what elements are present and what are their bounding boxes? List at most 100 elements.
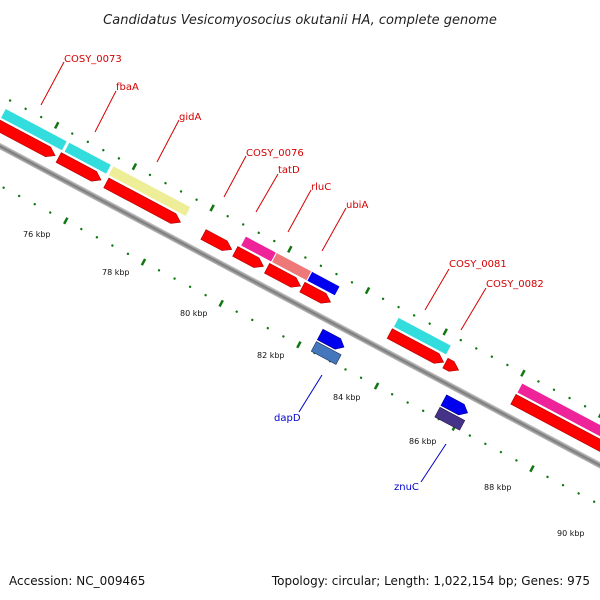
minor-tick: [468, 434, 472, 437]
leader-line: [424, 268, 450, 311]
kbp-label-78: 78 kbp: [102, 268, 130, 277]
major-tick: [287, 245, 293, 253]
minor-tick: [475, 347, 478, 350]
minor-tick: [204, 293, 207, 297]
leader-line: [255, 173, 279, 213]
minor-tick: [126, 252, 130, 256]
gene-label-cosy0076[interactable]: COSY_0076: [246, 148, 304, 159]
feature-ubia-bar[interactable]: [306, 270, 341, 297]
major-tick: [218, 299, 224, 308]
gene-label-tatd[interactable]: tatD: [278, 165, 300, 176]
minor-tick: [71, 132, 74, 135]
minor-tick: [568, 396, 571, 400]
minor-tick: [406, 401, 409, 404]
minor-tick: [506, 363, 509, 367]
minor-tick: [335, 272, 338, 276]
minor-tick: [235, 310, 238, 313]
feature-dapd-bar[interactable]: [310, 341, 342, 365]
minor-tick: [350, 281, 354, 284]
minor-tick: [344, 368, 347, 371]
leader-line: [94, 90, 117, 133]
minor-tick: [499, 450, 503, 454]
minor-tick: [319, 264, 323, 268]
cds-arrow[interactable]: [55, 152, 104, 185]
gene-label-cosy0073[interactable]: COSY_0073: [64, 54, 122, 65]
minor-tick: [195, 198, 198, 201]
minor-tick: [164, 181, 167, 185]
cds-arrow[interactable]: [442, 357, 461, 375]
cds-arrow[interactable]: [232, 246, 266, 272]
cds-arrow[interactable]: [200, 229, 234, 255]
gene-label-cosy0082[interactable]: COSY_0082: [486, 279, 544, 290]
gene-label-dapd[interactable]: dapD: [274, 413, 301, 424]
minor-tick: [8, 99, 12, 102]
minor-tick: [282, 335, 285, 338]
major-tick: [296, 341, 302, 349]
minor-tick: [412, 314, 416, 317]
minor-tick: [49, 211, 52, 214]
cds-arrow[interactable]: [264, 263, 303, 291]
major-tick: [373, 382, 380, 390]
gene-label-gida[interactable]: gidA: [179, 112, 201, 123]
cds-arrow[interactable]: [103, 177, 183, 227]
major-tick: [520, 369, 526, 377]
feature-blue-arrow[interactable]: [316, 328, 346, 352]
leader-line: [420, 443, 447, 483]
cds-arrow[interactable]: [299, 281, 333, 307]
minor-tick: [266, 326, 270, 330]
minor-tick: [304, 256, 307, 259]
leader-line: [40, 61, 65, 106]
gene-label-fbaa[interactable]: fbaA: [116, 82, 139, 93]
outer-tick-row: [8, 99, 600, 419]
leader-line: [460, 287, 487, 331]
minor-tick: [17, 194, 21, 198]
feature-cosy0082-bar[interactable]: [516, 382, 600, 469]
minor-tick: [381, 297, 385, 301]
minor-tick: [251, 318, 254, 322]
minor-tick: [583, 405, 587, 408]
feature-fbaa-bar[interactable]: [63, 141, 113, 176]
major-tick: [140, 258, 147, 266]
minor-tick: [188, 285, 192, 289]
minor-tick: [397, 305, 400, 309]
leader-line: [287, 189, 312, 233]
major-tick: [131, 162, 138, 171]
minor-tick: [490, 355, 494, 358]
cds-arrow[interactable]: [386, 328, 446, 367]
leader-line: [298, 374, 323, 413]
minor-tick: [2, 186, 5, 189]
kbp-label-84: 84 kbp: [333, 393, 361, 402]
kbp-label-88: 88 kbp: [484, 483, 512, 492]
map-track: [0, 99, 600, 504]
feature-gida-bar[interactable]: [107, 164, 192, 218]
minor-tick: [257, 231, 260, 234]
major-tick: [53, 121, 60, 130]
genome-backbone: [0, 105, 600, 504]
minor-tick: [273, 239, 276, 243]
minor-tick: [592, 500, 596, 503]
feature-cosy0081-bar[interactable]: [392, 316, 453, 356]
leader-line: [223, 155, 247, 198]
minor-tick: [546, 475, 549, 479]
cds-arrow[interactable]: [0, 119, 58, 161]
map-title: Candidatus Vesicomyosocius okutanii HA, …: [103, 13, 497, 28]
minor-tick: [561, 483, 565, 487]
gene-label-cosy0081[interactable]: COSY_0081: [449, 259, 507, 270]
feature-cosy0073-bar[interactable]: [0, 107, 69, 152]
kbp-label-82: 82 kbp: [257, 351, 285, 360]
leader-line: [156, 119, 180, 163]
feature-znuc-bar[interactable]: [434, 406, 466, 431]
minor-tick: [80, 227, 83, 231]
feature-blue-arrow[interactable]: [440, 394, 470, 418]
cds-arrow[interactable]: [510, 394, 600, 483]
gene-label-ubia[interactable]: ubiA: [346, 200, 368, 211]
gene-label-znuc[interactable]: znuC: [394, 482, 419, 493]
minor-tick: [117, 157, 121, 160]
accession-text: Accession: NC_009465: [9, 574, 145, 588]
kbp-label-86: 86 kbp: [409, 437, 437, 446]
gene-label-rluc[interactable]: rluC: [311, 182, 331, 193]
minor-tick: [459, 338, 462, 342]
minor-tick: [86, 140, 89, 144]
